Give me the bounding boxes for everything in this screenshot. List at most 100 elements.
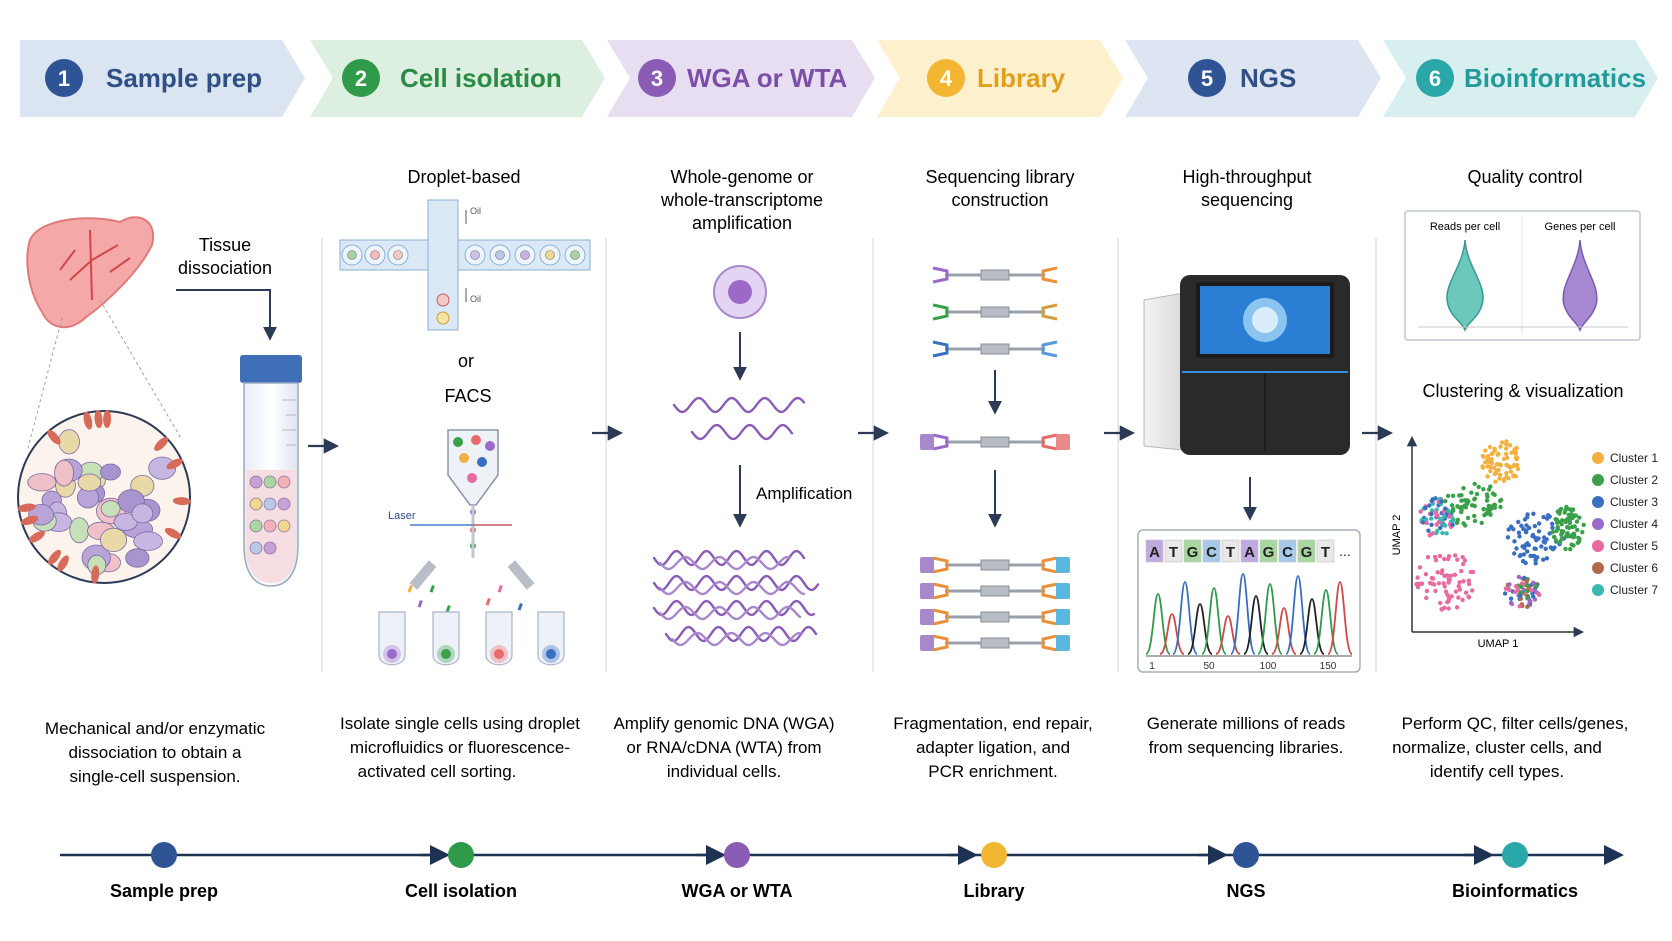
stromal-cell xyxy=(57,555,69,572)
umap-point xyxy=(1529,588,1534,593)
umap-point xyxy=(1446,509,1452,514)
dna-fragment xyxy=(932,303,1058,321)
umap-point xyxy=(1521,552,1527,557)
stromal-cell xyxy=(94,410,103,429)
umap-point xyxy=(1429,511,1434,517)
suspended-cell xyxy=(277,519,291,533)
umap-point xyxy=(1565,525,1570,530)
umap-point xyxy=(1575,540,1580,545)
step-title: Bioinformatics xyxy=(1464,63,1646,93)
umap-point xyxy=(1427,503,1432,508)
chromatogram-peak xyxy=(1327,581,1353,655)
tube-body xyxy=(432,611,460,666)
droplet xyxy=(464,244,486,266)
legend-label: Cluster 7 xyxy=(1610,583,1658,597)
stromal-cell xyxy=(164,527,182,539)
umap-point xyxy=(1508,600,1514,606)
fragment-end xyxy=(932,266,949,284)
desc-ngs-1: Generate millions of reads xyxy=(1147,714,1345,733)
umap-point xyxy=(1498,444,1503,449)
dna-fragment xyxy=(920,582,1070,600)
step-number: 1 xyxy=(58,66,70,91)
panel-bioinformatics: Quality control Reads per cell Genes per… xyxy=(1391,167,1658,650)
suspended-cell xyxy=(263,475,277,489)
umap-point xyxy=(1516,530,1522,535)
step-chevron-2: 2 Cell isolation xyxy=(310,40,605,117)
ngs-heading-line2: sequencing xyxy=(1201,190,1293,210)
umap-point xyxy=(1444,531,1449,536)
umap-point xyxy=(1433,496,1438,501)
fragment-end xyxy=(1041,634,1058,652)
violin-plot-reads xyxy=(1446,239,1484,333)
umap-point xyxy=(1457,580,1462,585)
umap-point xyxy=(1572,524,1577,529)
tissue-label-line2: dissociation xyxy=(178,258,272,278)
descriptions: Mechanical and/or enzymatic dissociation… xyxy=(45,714,1628,786)
umap-point xyxy=(1466,595,1472,600)
sorted-droplet xyxy=(497,585,503,593)
dna-fragment xyxy=(920,433,1070,451)
adapter xyxy=(920,635,934,651)
single-cell-icon xyxy=(713,265,767,319)
violin-plot-genes xyxy=(1562,239,1598,333)
step-title: Library xyxy=(977,63,1066,93)
umap-point xyxy=(1469,490,1474,495)
umap-point xyxy=(1514,445,1520,451)
umap-point xyxy=(1485,474,1490,479)
facs-label: FACS xyxy=(444,386,491,406)
umap-point xyxy=(1498,498,1503,503)
step-number: 2 xyxy=(355,66,367,91)
collection-tube-icon xyxy=(432,611,460,666)
legend-label: Cluster 1 xyxy=(1610,451,1658,465)
umap-point xyxy=(1517,553,1523,559)
fragment-end xyxy=(932,608,949,626)
umap-plot: UMAP 1 UMAP 2 xyxy=(1391,435,1586,650)
umap-point xyxy=(1521,587,1527,592)
tube-body xyxy=(537,611,565,666)
umap-point xyxy=(1417,565,1423,570)
umap-point xyxy=(1450,493,1456,498)
droplet xyxy=(364,244,386,266)
umap-point xyxy=(1524,528,1529,533)
dna-strand xyxy=(672,396,806,414)
desc-library-2: adapter ligation, and xyxy=(916,738,1070,757)
legend-label: Cluster 3 xyxy=(1610,495,1658,509)
umap-point xyxy=(1424,520,1430,526)
tissue-cell xyxy=(100,527,128,553)
stromal-cell xyxy=(83,411,93,430)
base-letter: G xyxy=(1301,544,1313,561)
panel-amplification: Whole-genome or whole-transcriptome ampl… xyxy=(652,167,852,647)
desc-sample-prep-1: Mechanical and/or enzymatic xyxy=(45,719,266,738)
umap-point xyxy=(1435,570,1440,575)
umap-point xyxy=(1472,496,1478,501)
amp-heading-line1: Whole-genome or xyxy=(670,167,813,187)
amp-heading-line2: whole-transcriptome xyxy=(660,190,823,210)
step-chevron-5: 5 NGS xyxy=(1125,40,1381,117)
umap-point xyxy=(1528,553,1533,559)
umap-point xyxy=(1519,584,1524,589)
umap-point xyxy=(1517,604,1522,609)
qc-heading: Quality control xyxy=(1467,167,1582,187)
step-banner: 1 Sample prep 2 Cell isolation 3 WGA or … xyxy=(20,40,1658,117)
umap-point xyxy=(1531,594,1536,599)
umap-point xyxy=(1460,597,1465,603)
insert xyxy=(980,637,1010,649)
umap-point xyxy=(1472,481,1477,487)
umap-point xyxy=(1525,594,1531,599)
umap-point xyxy=(1552,545,1557,550)
umap-point xyxy=(1497,472,1503,478)
tissue-cell xyxy=(148,456,177,480)
amplification-label: Amplification xyxy=(756,484,852,503)
umap-point xyxy=(1533,561,1538,566)
umap-point xyxy=(1536,591,1541,596)
umap-point xyxy=(1519,523,1524,528)
umap-point xyxy=(1429,522,1434,527)
insert xyxy=(980,585,1010,597)
desc-bioinformatics-1: Perform QC, filter cells/genes, xyxy=(1402,714,1629,733)
sequencer-icon xyxy=(1143,275,1350,455)
umap-point xyxy=(1580,530,1585,535)
droplet xyxy=(539,244,561,266)
umap-point xyxy=(1522,517,1528,522)
panel-cell-isolation: Droplet-based Oil Oil or FACS Laser xyxy=(339,167,591,666)
umap-point xyxy=(1575,527,1580,533)
